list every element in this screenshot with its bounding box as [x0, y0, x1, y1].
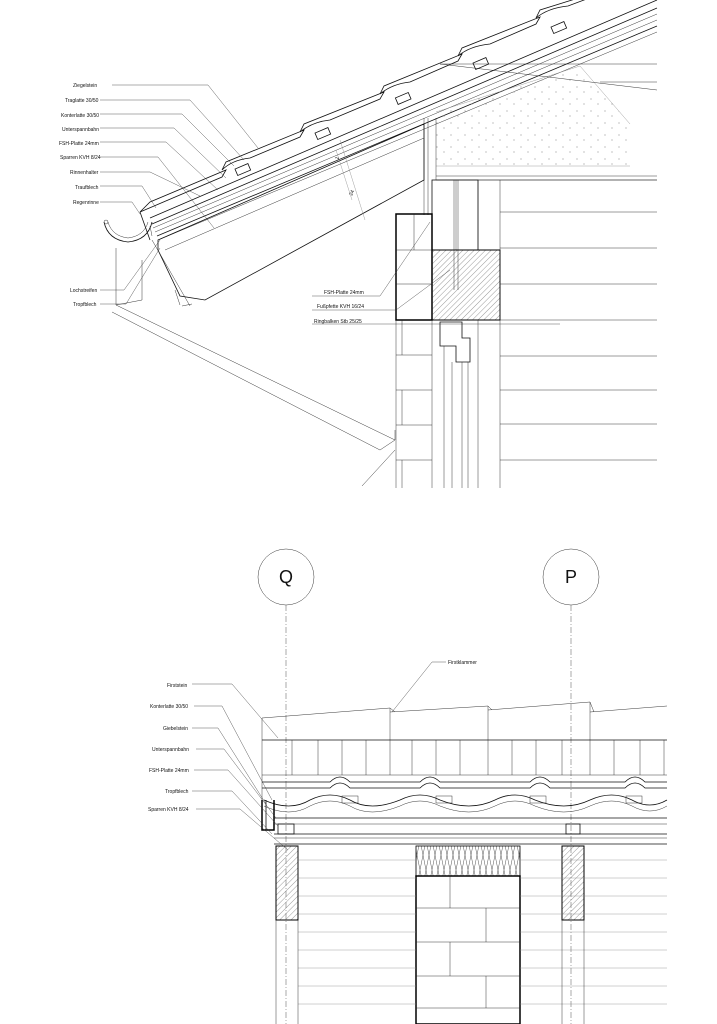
- label-regenrinne: Regenrinne: [73, 200, 99, 206]
- label-fsh-platte-wall: FSH-Platte 24mm: [324, 290, 364, 296]
- label-ringbalken: Ringbalken Stb 25/25: [314, 319, 362, 325]
- label-sparren-gable: Sparren KVH 8/24: [148, 807, 189, 813]
- dimension-mark-1: 1: [334, 156, 341, 161]
- label-firststein: Firststein: [167, 683, 188, 689]
- masonry-wall: [415, 845, 521, 1024]
- roof-tile-courses: [261, 739, 668, 813]
- ridge-tiles: [261, 701, 668, 740]
- axis-label-q: Q: [279, 567, 293, 587]
- label-fsh-platte-gable: FSH-Platte 24mm: [149, 768, 189, 774]
- ceiling-insulation: [423, 63, 658, 215]
- axis-marker-p: P: [542, 548, 600, 1024]
- label-unterspannbahn-gable: Unterspannbahn: [152, 747, 189, 753]
- axis-label-p: P: [565, 567, 577, 587]
- label-traufblech: Traufblech: [75, 185, 99, 191]
- label-ziegelstein: Ziegelstein: [73, 83, 97, 89]
- battens-and-boarding: [274, 817, 667, 845]
- label-unterspannbahn: Unterspannbahn: [62, 127, 99, 133]
- eave-leader-lines: [100, 84, 259, 305]
- wall-section: [395, 179, 657, 488]
- label-fusspfette: Fußpfette KVH 16/24: [317, 304, 364, 310]
- cladding-lines: [275, 846, 667, 1024]
- label-firstklammer: Firstklammer: [448, 660, 477, 666]
- axis-marker-q: Q: [257, 548, 315, 1024]
- label-konterlatte: Konterlatte 30/50: [61, 113, 99, 119]
- label-giebelstein: Giebelstein: [163, 726, 188, 732]
- label-lochstreifen: Lochstreifen: [70, 288, 97, 294]
- label-fsh-platte: FSH-Platte 24mm: [59, 141, 99, 147]
- eave-soffit: [111, 239, 396, 487]
- gutter: [103, 211, 153, 243]
- label-tropfblech-gable: Tropfblech: [165, 789, 189, 795]
- label-rinnenhalter: Rinnenhalter: [70, 170, 99, 176]
- rafter-q: [275, 845, 299, 921]
- label-konterlatte-gable: Konterlatte 30/50: [150, 704, 188, 710]
- eave-detail: 1 24: [59, 0, 658, 488]
- tile-course-verticals: [261, 740, 665, 800]
- label-traglatte: Traglatte 30/50: [65, 98, 99, 104]
- gable-detail: Q P: [148, 548, 668, 1024]
- rafter: [157, 123, 425, 301]
- label-sparren: Sparren KVH 8/24: [60, 155, 101, 161]
- wall-label-list: FSH-Platte 24mm Fußpfette KVH 16/24 Ring…: [312, 221, 560, 325]
- rafter-p: [561, 845, 585, 921]
- label-tropfblech: Tropfblech: [73, 302, 97, 308]
- dimension-mark-24: 24: [348, 189, 356, 197]
- eave-label-list: Ziegelstein Traglatte 30/50 Konterlatte …: [59, 83, 101, 308]
- gable-leader-lines: [192, 661, 446, 851]
- gable-label-list: Firststein Konterlatte 30/50 Giebelstein…: [148, 660, 477, 813]
- roof-tiles: [139, 0, 586, 213]
